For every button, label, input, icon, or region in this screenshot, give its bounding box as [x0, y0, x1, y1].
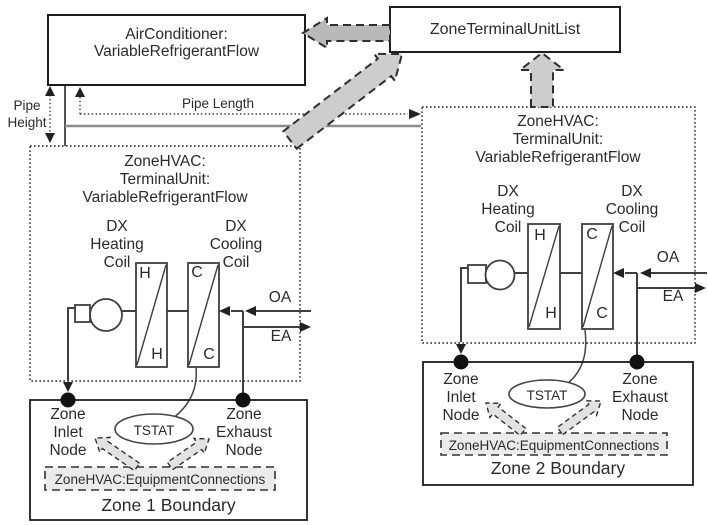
zone-1-exhaust-node-dot	[235, 392, 251, 408]
zone-2-inlet-node-label: Zone Inlet Node	[442, 371, 480, 424]
zone-2-equipment-connections-box	[440, 432, 668, 456]
tu2-cooling-coil-label: DX Cooling Coil	[605, 183, 659, 236]
tu1-cooling-coil-letter-top: C	[191, 264, 203, 281]
outdoor-unit-box	[47, 14, 306, 86]
terminal-unit-list-title: ZoneTerminalUnitList	[429, 21, 581, 38]
tstat-sensor-line	[171, 366, 197, 420]
tu1-cooling-coil-letter-bottom: C	[203, 346, 215, 363]
tstat-sensor-line	[566, 329, 587, 385]
zone-1-inlet-node-label: Zone Inlet Node	[49, 406, 87, 459]
terminal-unit-1-to-list-arrow	[281, 52, 404, 151]
zone-1-tstat-label: TSTAT	[133, 423, 175, 438]
tu2-heating-coil-letter-bottom: H	[545, 305, 557, 322]
tu2-outdoor-air-label: OA	[656, 249, 680, 266]
zone-1-connection-arrows	[94, 436, 210, 472]
zone-2-boundary-label: Zone 2 Boundary	[490, 458, 626, 478]
outdoor-unit-title: AirConditioner: VariableRefrigerantFlow	[93, 26, 260, 60]
zone-2-tstat-label: TSTAT	[526, 388, 568, 403]
zone-2-connection-arrows	[485, 400, 602, 437]
terminal-unit-list-box	[389, 6, 621, 53]
terminal-unit-2-group	[421, 106, 707, 385]
pipe-height-dimension-arrow	[45, 86, 55, 143]
pipe-length-dimension-line	[75, 87, 421, 119]
zone-1-tstat-ellipse	[114, 413, 194, 445]
zone-1-inlet-node-dot	[60, 392, 76, 408]
zone-1-equipment-connections-label: ZoneHVAC:EquipmentConnections	[54, 472, 266, 487]
list-to-outdoor-unit-arrow	[301, 16, 391, 50]
tu1-heating-coil-letter-top: H	[139, 265, 151, 282]
pipe-height-label: Pipe Height	[7, 98, 47, 130]
zone-2-exhaust-node-dot	[629, 354, 645, 370]
terminal-unit-2-title: ZoneHVAC: TerminalUnit: VariableRefriger…	[475, 113, 641, 166]
tu2-cooling-coil-letter-top: C	[586, 226, 598, 243]
zone-2-boundary-group	[422, 354, 694, 486]
zone-2-tstat-ellipse	[508, 379, 586, 409]
tu2-heating-coil-letter-top: H	[534, 227, 546, 244]
tu1-heating-coil-label: DX Heating Coil	[90, 218, 144, 271]
zone-1-exhaust-node-label: Zone Exhaust Node	[215, 406, 272, 459]
tu2-cooling-coil-letter-bottom: C	[596, 305, 608, 322]
tu1-outdoor-air-label: OA	[268, 289, 292, 306]
tu1-heating-coil-letter-bottom: H	[151, 346, 163, 363]
zone-2-equipment-connections-label: ZoneHVAC:EquipmentConnections	[448, 438, 660, 453]
terminal-unit-2-to-list-arrow	[517, 51, 567, 108]
tu1-exhaust-air-label: EA	[270, 328, 292, 345]
pipe-length-label: Pipe Length	[181, 96, 255, 111]
zone-2-inlet-node-dot	[453, 354, 469, 370]
tu2-exhaust-air-label: EA	[662, 288, 684, 305]
zone-1-equipment-connections-box	[44, 466, 276, 491]
terminal-unit-1-group	[29, 145, 311, 420]
zone-1-boundary-label: Zone 1 Boundary	[101, 495, 236, 515]
zone-1-boundary-group	[29, 392, 308, 521]
tu1-cooling-coil-label: DX Cooling Coil	[209, 218, 263, 271]
terminal-unit-1-title: ZoneHVAC: TerminalUnit: VariableRefriger…	[82, 153, 248, 206]
zone-2-exhaust-node-label: Zone Exhaust Node	[611, 371, 668, 424]
tu2-heating-coil-label: DX Heating Coil	[481, 183, 535, 236]
